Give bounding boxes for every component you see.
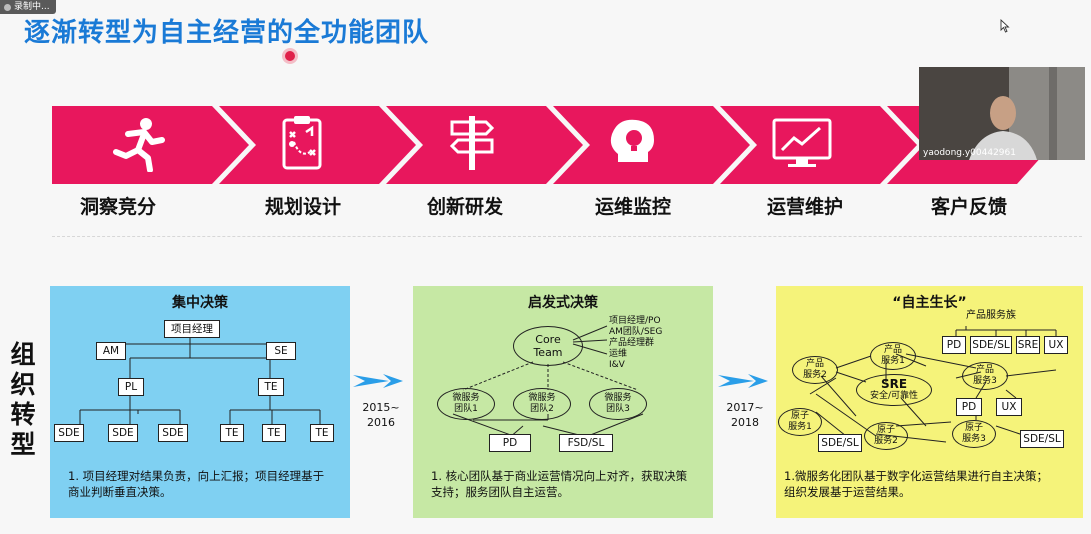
webcam-overlay[interactable]: yaodong.y00442961 [919,67,1085,160]
panel-title: 集中决策 [172,295,228,311]
atomic-service-2: 原子服务2 [864,422,908,450]
pd-box: PD [489,434,531,452]
period-label-2: 2017~2018 [726,401,764,429]
family-pd-box: PD [942,336,966,354]
monitor-chart-icon [772,118,832,167]
side-label: 组织转型 [10,340,36,459]
atomic-service-1: 原子服务1 [778,408,822,436]
panel-centralized: 集中决策 项目经理 AM SE PL TE SDE SDE SDE TE TE … [50,286,350,518]
service-team-3: 微服务团队3 [589,388,647,420]
pl-box: PL [118,378,144,396]
service-team-2: 微服务团队2 [513,388,571,420]
te-box-1: TE [220,424,244,442]
step-label-2: 规划设计 [264,196,341,218]
family-sre-box: SRE [1016,336,1040,354]
panel-self-growth: “自主生长” 产品服务族 PD SDE/SL SRE UX 产品服务2 产品服务… [776,286,1083,518]
webcam-video [919,67,1085,160]
product-service-1: 产品服务1 [870,342,916,370]
fsd-box: FSD/SL [559,434,613,452]
org-tree-lines [79,336,321,424]
panel-title: 启发式决策 [528,295,598,311]
transition-arrow-icon [718,374,768,388]
te-lead-box: TE [258,378,284,396]
panel-title: “自主生长” [892,295,967,311]
te-box-3: TE [310,424,334,442]
sde-sl-right-box: SDE/SL [1020,430,1064,448]
record-icon [4,3,11,11]
sde-box-2: SDE [108,424,138,442]
core-members: 项目经理/PO AM团队/SEG 产品经理群 运维 I&V [609,316,663,370]
panel-note: 1.微服务化团队基于数字化运营结果进行自主决策； 组织发展基于运营结果。 [784,469,1048,499]
sde-box-1: SDE [54,424,84,442]
step-label-4: 运维监控 [594,196,671,218]
panel-note: 1. 核心团队基于商业运营情况向上对齐，获取决策 支持；服务团队自主运营。 [431,469,688,499]
am-box: AM [96,342,126,360]
divider [52,236,1082,237]
family-label: 产品服务族 [966,310,1016,321]
sde-box-3: SDE [158,424,188,442]
product-service-3: 产品服务3 [962,362,1008,390]
chevron-step-1 [52,106,249,184]
process-band [52,106,1052,184]
mouse-cursor-icon [1000,19,1010,33]
pd-box: PD [956,398,982,416]
signpost-icon [449,116,495,170]
recording-badge[interactable]: 录制中... [0,0,56,14]
step-label-6: 客户反馈 [930,196,1007,218]
step-label-1: 洞察竞分 [79,196,156,218]
webcam-name: yaodong.y00442961 [923,148,1016,158]
recording-label: 录制中... [14,2,50,12]
atomic-service-3: 原子服务3 [952,420,996,448]
org-root-box: 项目经理 [164,320,220,338]
slide-title: 逐渐转型为自主经营的全功能团队 [24,18,430,48]
product-service-2: 产品服务2 [792,356,838,384]
service-team-1: 微服务团队1 [437,388,495,420]
te-box-2: TE [262,424,286,442]
sre-ellipse: SRE 安全/可靠性 [856,374,932,406]
step-label-3: 创新研发 [426,196,503,218]
chevron-step-5 [720,106,917,184]
family-ux-box: UX [1044,336,1068,354]
clipboard-plan-icon [282,116,322,170]
head-idea-icon [610,119,654,162]
runner-icon [113,118,165,172]
ux-box: UX [996,398,1022,416]
panel-note: 1. 项目经理对结果负责，向上汇报；项目经理基于 商业判断垂直决策。 [68,469,325,499]
se-box: SE [266,342,296,360]
family-sde-box: SDE/SL [970,336,1012,354]
chevron-step-2 [219,106,416,184]
transition-arrow-icon [353,374,403,388]
laser-pointer-icon [285,51,295,61]
step-label-5: 运营维护 [766,196,843,218]
chevron-step-3 [386,106,583,184]
period-label-1: 2015~2016 [362,401,400,429]
sde-sl-left-box: SDE/SL [818,434,862,452]
